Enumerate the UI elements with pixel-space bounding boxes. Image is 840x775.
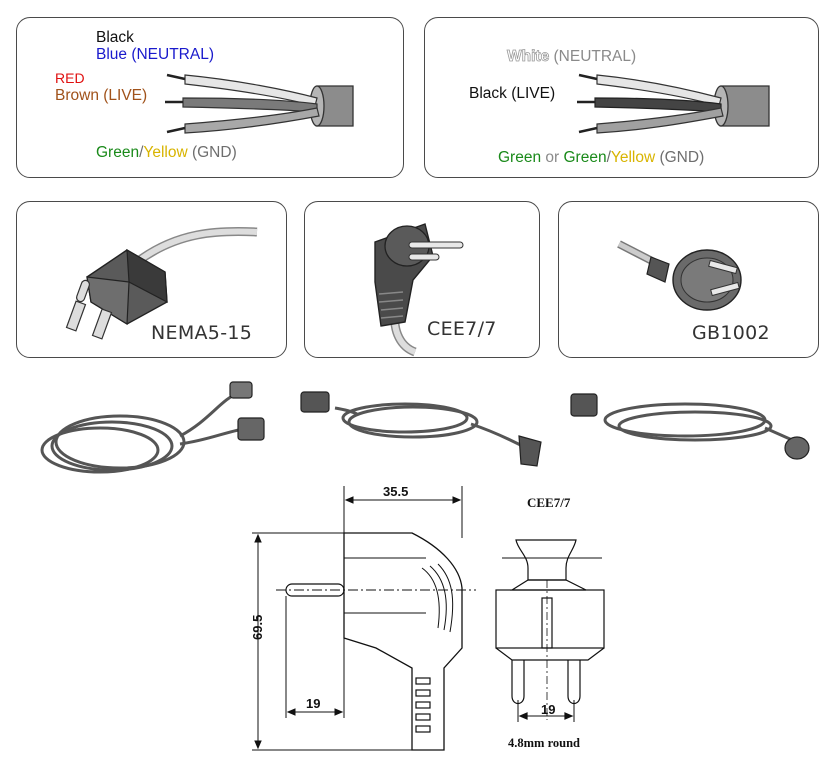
wire-label-gnd: (GND)	[655, 149, 705, 166]
wire-label-neutral-text: (NEUTRAL)	[549, 48, 637, 65]
front-view-title: CEE7/7	[527, 495, 571, 510]
wire-label-green: Green	[498, 149, 542, 166]
wire-label-neutral: White (NEUTRAL)	[507, 48, 637, 66]
wiring-panel-left: Black Blue (NEUTRAL) RED Brown (LIVE) Gr…	[16, 17, 404, 178]
plug-panel-nema: NEMA5-15	[16, 201, 287, 358]
cord-gb-coiled-image	[570, 393, 810, 460]
cable-illustration-left	[165, 73, 354, 134]
dimension-pin-label-right: 19	[541, 702, 556, 717]
wire-label-brown-live: Brown (LIVE)	[55, 87, 148, 104]
wiring-panel-right: White (NEUTRAL) Black (LIVE) Green or Gr…	[424, 17, 819, 178]
plug-panel-gb: GB1002	[558, 201, 819, 358]
wire-label-black-live: Black (LIVE)	[469, 85, 556, 102]
wire-label-yellow: Yellow	[143, 144, 188, 161]
plug-label-cee: CEE7/7	[427, 318, 497, 340]
wire-label-red: RED	[55, 70, 85, 86]
wire-label-ground: Green/Yellow (GND)	[96, 144, 237, 161]
wire-label-black: Black	[96, 29, 134, 46]
plug-label-gb: GB1002	[692, 322, 770, 344]
nema-plug-icon	[65, 226, 258, 340]
wire-label-slash: /	[139, 144, 144, 161]
wire-label-green: Green	[96, 144, 140, 161]
cee-front-view-drawing	[495, 539, 605, 722]
wire-label-gnd: (GND)	[187, 144, 237, 161]
wire-label-white: White	[507, 48, 550, 66]
dimension-height-label: 69.5	[250, 614, 265, 640]
dimension-width-label: 35.5	[383, 484, 409, 499]
wire-label-ground: Green or Green/Yellow (GND)	[498, 149, 704, 166]
wire-label-or: or	[541, 149, 564, 166]
cord-cee-coiled-image	[300, 391, 542, 467]
gb-plug-icon	[617, 240, 742, 311]
wire-label-green-2: Green	[563, 149, 607, 166]
cord-nema-coiled-image	[40, 381, 265, 474]
wire-label-blue-neutral: Blue (NEUTRAL)	[96, 46, 214, 63]
plug-panel-cee: CEE7/7	[304, 201, 540, 358]
cable-illustration-right	[577, 73, 770, 134]
pin-diameter-note: 4.8mm round	[508, 736, 581, 750]
wire-label-yellow: Yellow	[610, 149, 656, 166]
plug-label-nema: NEMA5-15	[151, 322, 253, 344]
cee-plug-icon	[374, 223, 464, 357]
cee-side-view-drawing	[252, 486, 476, 751]
dimension-pin-label-left: 19	[306, 696, 321, 711]
wire-label-slash: /	[606, 149, 611, 166]
